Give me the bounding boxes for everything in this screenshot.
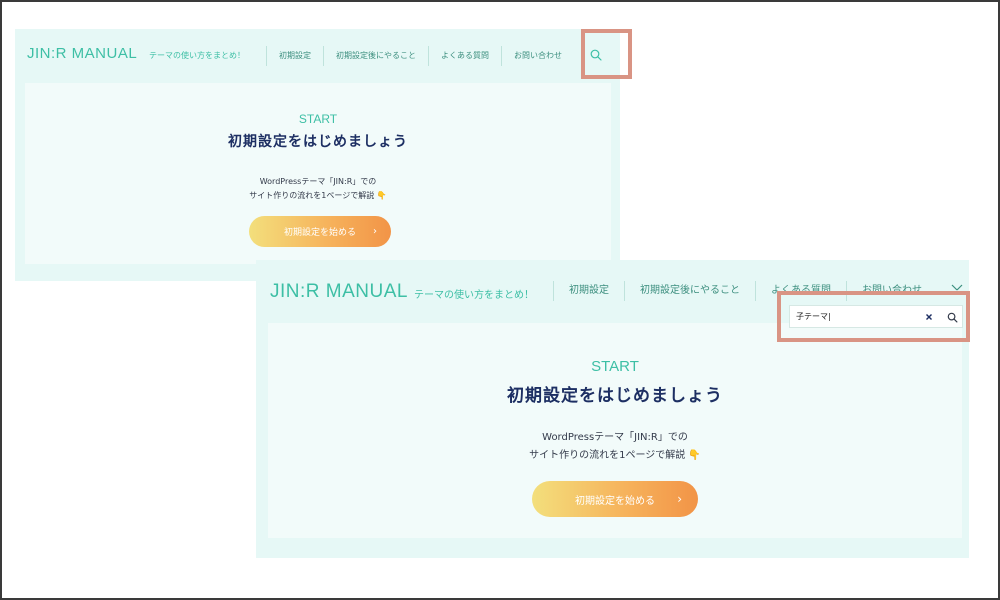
nav-item-faq[interactable]: よくある質問 [755,281,846,301]
hero-description-line2: サイト作りの流れを1ページで解説 👇 [249,191,387,200]
hero-description-line1: WordPressテーマ「JIN:R」での [259,177,377,186]
close-icon [951,284,963,291]
screenshot-search-open: JIN:R MANUAL テーマの使い方をまとめ！ 初期設定 初期設定後にやるこ… [256,260,969,558]
search-input[interactable] [790,312,910,321]
nav-item-after-setup[interactable]: 初期設定後にやること [323,46,428,66]
site-logo[interactable]: JIN:R MANUAL [27,45,138,62]
nav-item-contact[interactable]: お問い合わせ [501,46,574,66]
nav-item-after-setup[interactable]: 初期設定後にやること [624,281,755,301]
site-header: JIN:R MANUAL テーマの使い方をまとめ！ 初期設定 初期設定後にやるこ… [15,29,620,83]
hero-headline: 初期設定をはじめましょう [507,386,723,406]
start-setup-label: 初期設定を始める [575,495,655,507]
search-icon [590,49,602,61]
start-setup-button[interactable]: 初期設定を始める › [532,481,698,517]
start-setup-label: 初期設定を始める [283,228,356,238]
hero-headline: 初期設定をはじめましょう [228,134,408,150]
nav-item-faq[interactable]: よくある質問 [428,46,501,66]
hero-kicker: START [591,358,639,375]
site-tagline: テーマの使い方をまとめ！ [149,51,245,60]
highlight-box-search-input [777,291,970,342]
hero-description-line2: サイト作りの流れを1ページで解説 👇 [529,450,701,461]
clear-search-button[interactable] [923,311,935,323]
search-close-button[interactable] [949,280,965,296]
search-box [789,305,963,328]
site-tagline: テーマの使い方をまとめ！ [414,290,534,301]
highlight-box-search-icon [581,29,632,79]
nav-item-initial-setup[interactable]: 初期設定 [553,281,624,301]
chevron-right-icon: › [677,492,682,506]
hero-kicker: START [298,112,338,126]
chevron-right-icon: › [373,226,377,237]
hero-section: START 初期設定をはじめましょう WordPressテーマ「JIN:R」での… [268,323,962,538]
site-logo[interactable]: JIN:R MANUAL [270,281,408,302]
nav-item-initial-setup[interactable]: 初期設定 [266,46,323,66]
global-nav: 初期設定 初期設定後にやること よくある質問 お問い合わせ [266,46,574,66]
clear-icon [926,314,932,320]
start-setup-button[interactable]: 初期設定を始める › [249,216,391,247]
search-icon [947,312,957,322]
screenshot-default-header: JIN:R MANUAL テーマの使い方をまとめ！ 初期設定 初期設定後にやるこ… [15,29,620,281]
hero-section: START 初期設定をはじめましょう WordPressテーマ「JIN:R」での… [25,83,611,264]
search-submit-button[interactable] [945,310,959,324]
hero-description-line1: WordPressテーマ「JIN:R」での [542,432,688,443]
